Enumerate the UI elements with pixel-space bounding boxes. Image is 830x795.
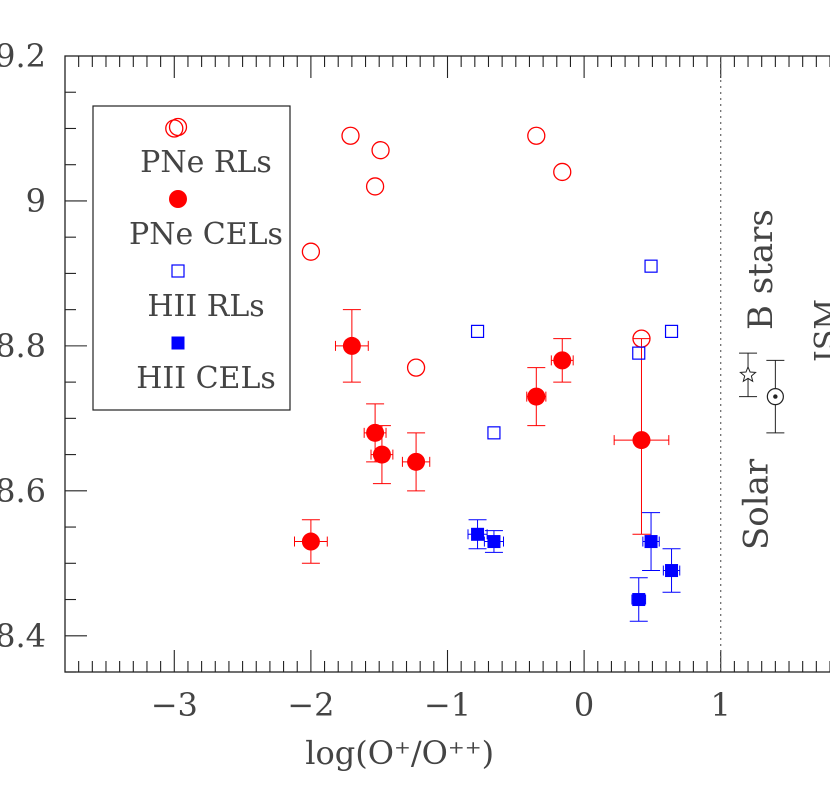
legend-label: HII CELs: [136, 361, 276, 396]
legend-marker: [169, 190, 187, 208]
data-point: [553, 162, 572, 182]
data-point: [301, 532, 320, 551]
data-point: [632, 346, 646, 360]
legend-marker: [168, 117, 188, 137]
legend-label: HII RLs: [147, 289, 264, 324]
x-tick-label: −3: [151, 686, 198, 724]
y-tick-label: 8.8: [0, 327, 46, 365]
data-points: [165, 119, 679, 607]
data-point: [406, 358, 426, 377]
y-tick-label: 9: [26, 182, 46, 220]
data-point: [407, 452, 426, 471]
data-point: [471, 527, 485, 541]
legend-label: PNe RLs: [140, 145, 272, 180]
data-point: [632, 593, 646, 607]
solar-label: Solar: [736, 458, 776, 550]
data-point: [470, 324, 485, 338]
axis-ticks: [65, 55, 830, 673]
data-point: [664, 324, 679, 338]
legend-label: PNe CELs: [129, 217, 283, 252]
error-bars: [294, 309, 681, 622]
data-point: [366, 423, 385, 442]
star-marker: [739, 365, 757, 383]
x-tick-label: −2: [287, 686, 334, 724]
y-tick-label: 8.6: [0, 472, 46, 510]
data-point: [632, 431, 651, 450]
sun-marker-dot: [773, 394, 778, 399]
data-point: [341, 126, 360, 145]
y-tick-label: 8.4: [0, 617, 46, 655]
data-point: [644, 259, 658, 273]
data-point: [527, 126, 546, 145]
data-point: [553, 351, 572, 370]
tick-labels: −3 −2 −1 0 1 8.4 8.6 8.8 9 9.2: [0, 37, 731, 724]
x-tick-label: −1: [424, 686, 471, 724]
x-axis-label: log(O⁺/O⁺⁺): [305, 734, 494, 772]
data-point: [487, 535, 501, 549]
b-stars-label: B stars: [741, 209, 781, 330]
data-point: [527, 387, 546, 406]
data-point: [665, 564, 679, 578]
x-tick-label: 0: [574, 686, 594, 724]
x-tick-label: 1: [711, 686, 731, 724]
data-point: [371, 141, 390, 160]
legend-marker: [171, 264, 185, 278]
y-tick-label: 9.2: [0, 37, 46, 75]
data-point: [342, 336, 361, 355]
data-point: [644, 535, 658, 549]
data-point: [365, 177, 385, 196]
legend-box: [92, 105, 291, 411]
data-point: [301, 242, 321, 261]
data-point: [487, 426, 501, 440]
legend-marker: [171, 336, 185, 350]
data-point: [372, 445, 391, 464]
ism-label: ISM: [809, 299, 830, 362]
plot-frame: [64, 55, 830, 673]
